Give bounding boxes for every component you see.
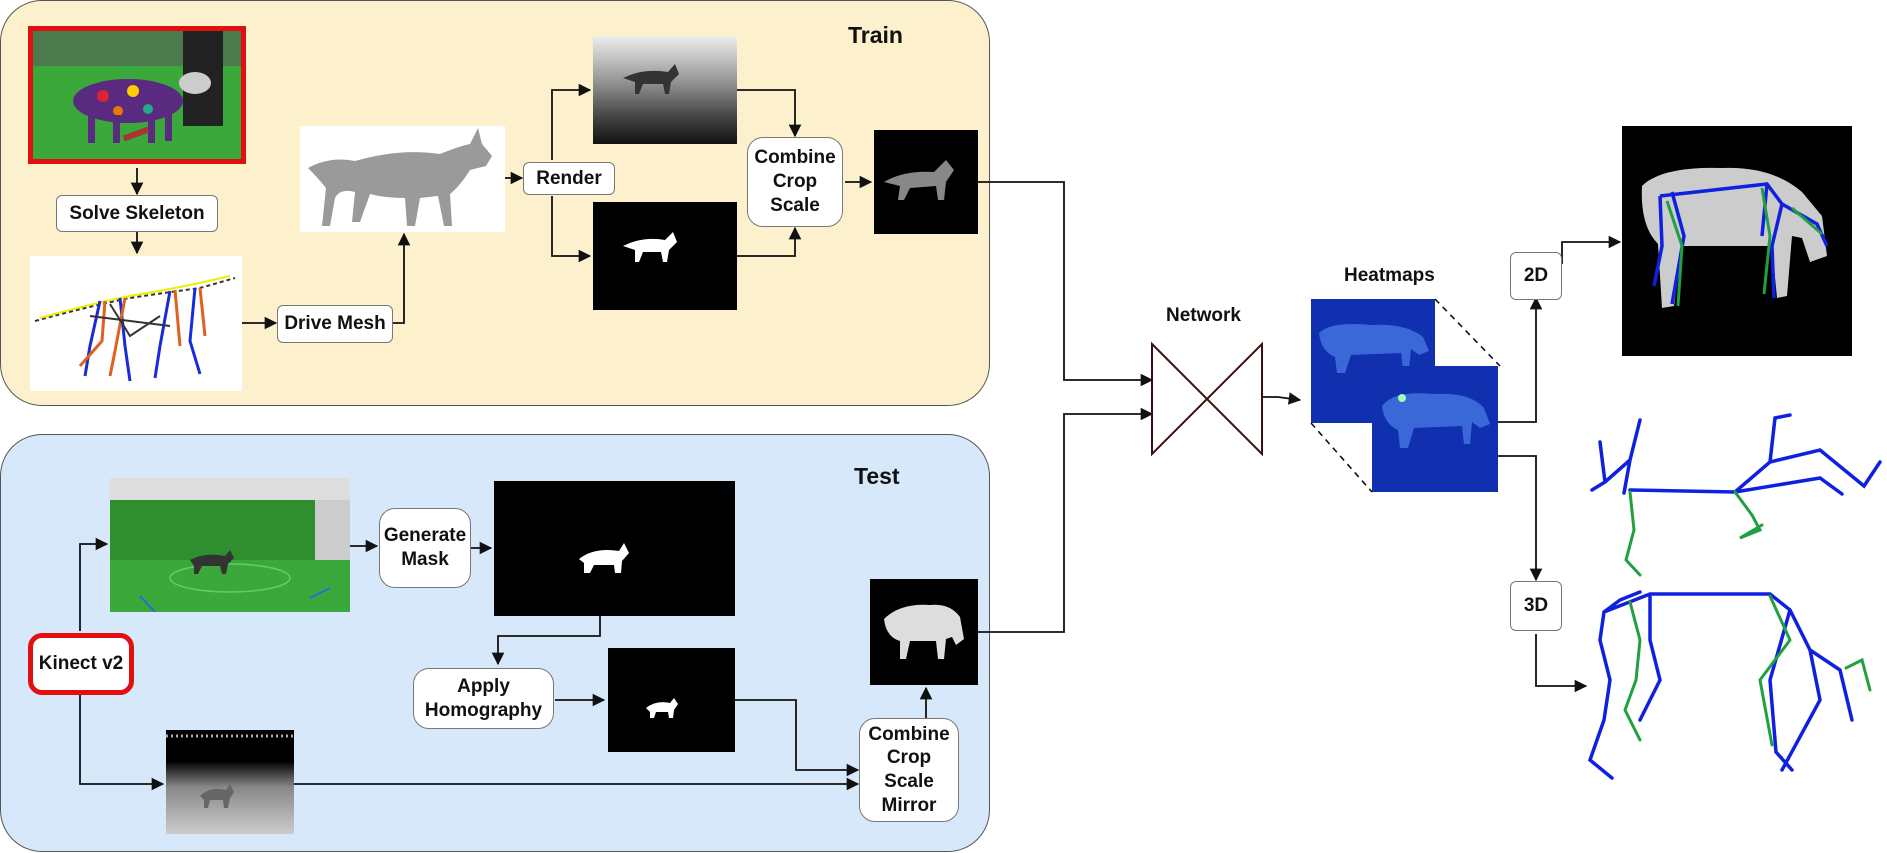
generate-mask-box: Generate Mask [379,508,471,588]
train-title: Train [848,22,903,48]
train-crop-output [874,130,978,234]
train-combine-box: Combine Crop Scale [747,137,843,227]
heatmaps-label: Heatmaps [1344,265,1435,286]
silhouette-render-image [593,202,737,310]
skeleton-3d-top [1590,413,1882,577]
network-label: Network [1166,305,1241,326]
apply-homography-box: Apply Homography [413,668,554,729]
skeleton-3d-bottom [1587,590,1872,780]
output-3d-box: 3D [1510,581,1562,631]
heatmap-front [1372,366,1498,492]
depth-render-image [593,36,737,144]
test-title: Test [854,463,900,489]
kinect-depth-image [166,730,294,834]
solve-skeleton-box: Solve Skeleton [56,195,218,232]
test-crop-output [870,579,978,685]
dog-mesh-render [300,126,505,232]
output-2d-box: 2D [1510,252,1562,300]
pose-2d-output [1622,126,1852,356]
skeleton-solve-image [30,256,242,391]
homography-mask-image [608,648,735,752]
green-studio-photo [110,478,350,612]
kinect-v2-box: Kinect v2 [28,633,134,695]
generated-mask-image [494,481,735,616]
drive-mesh-box: Drive Mesh [277,305,393,343]
network-bowtie [1151,341,1263,457]
render-box: Render [523,162,615,195]
dog-mocap-photo [28,26,246,164]
test-combine-box: Combine Crop Scale Mirror [859,718,959,822]
